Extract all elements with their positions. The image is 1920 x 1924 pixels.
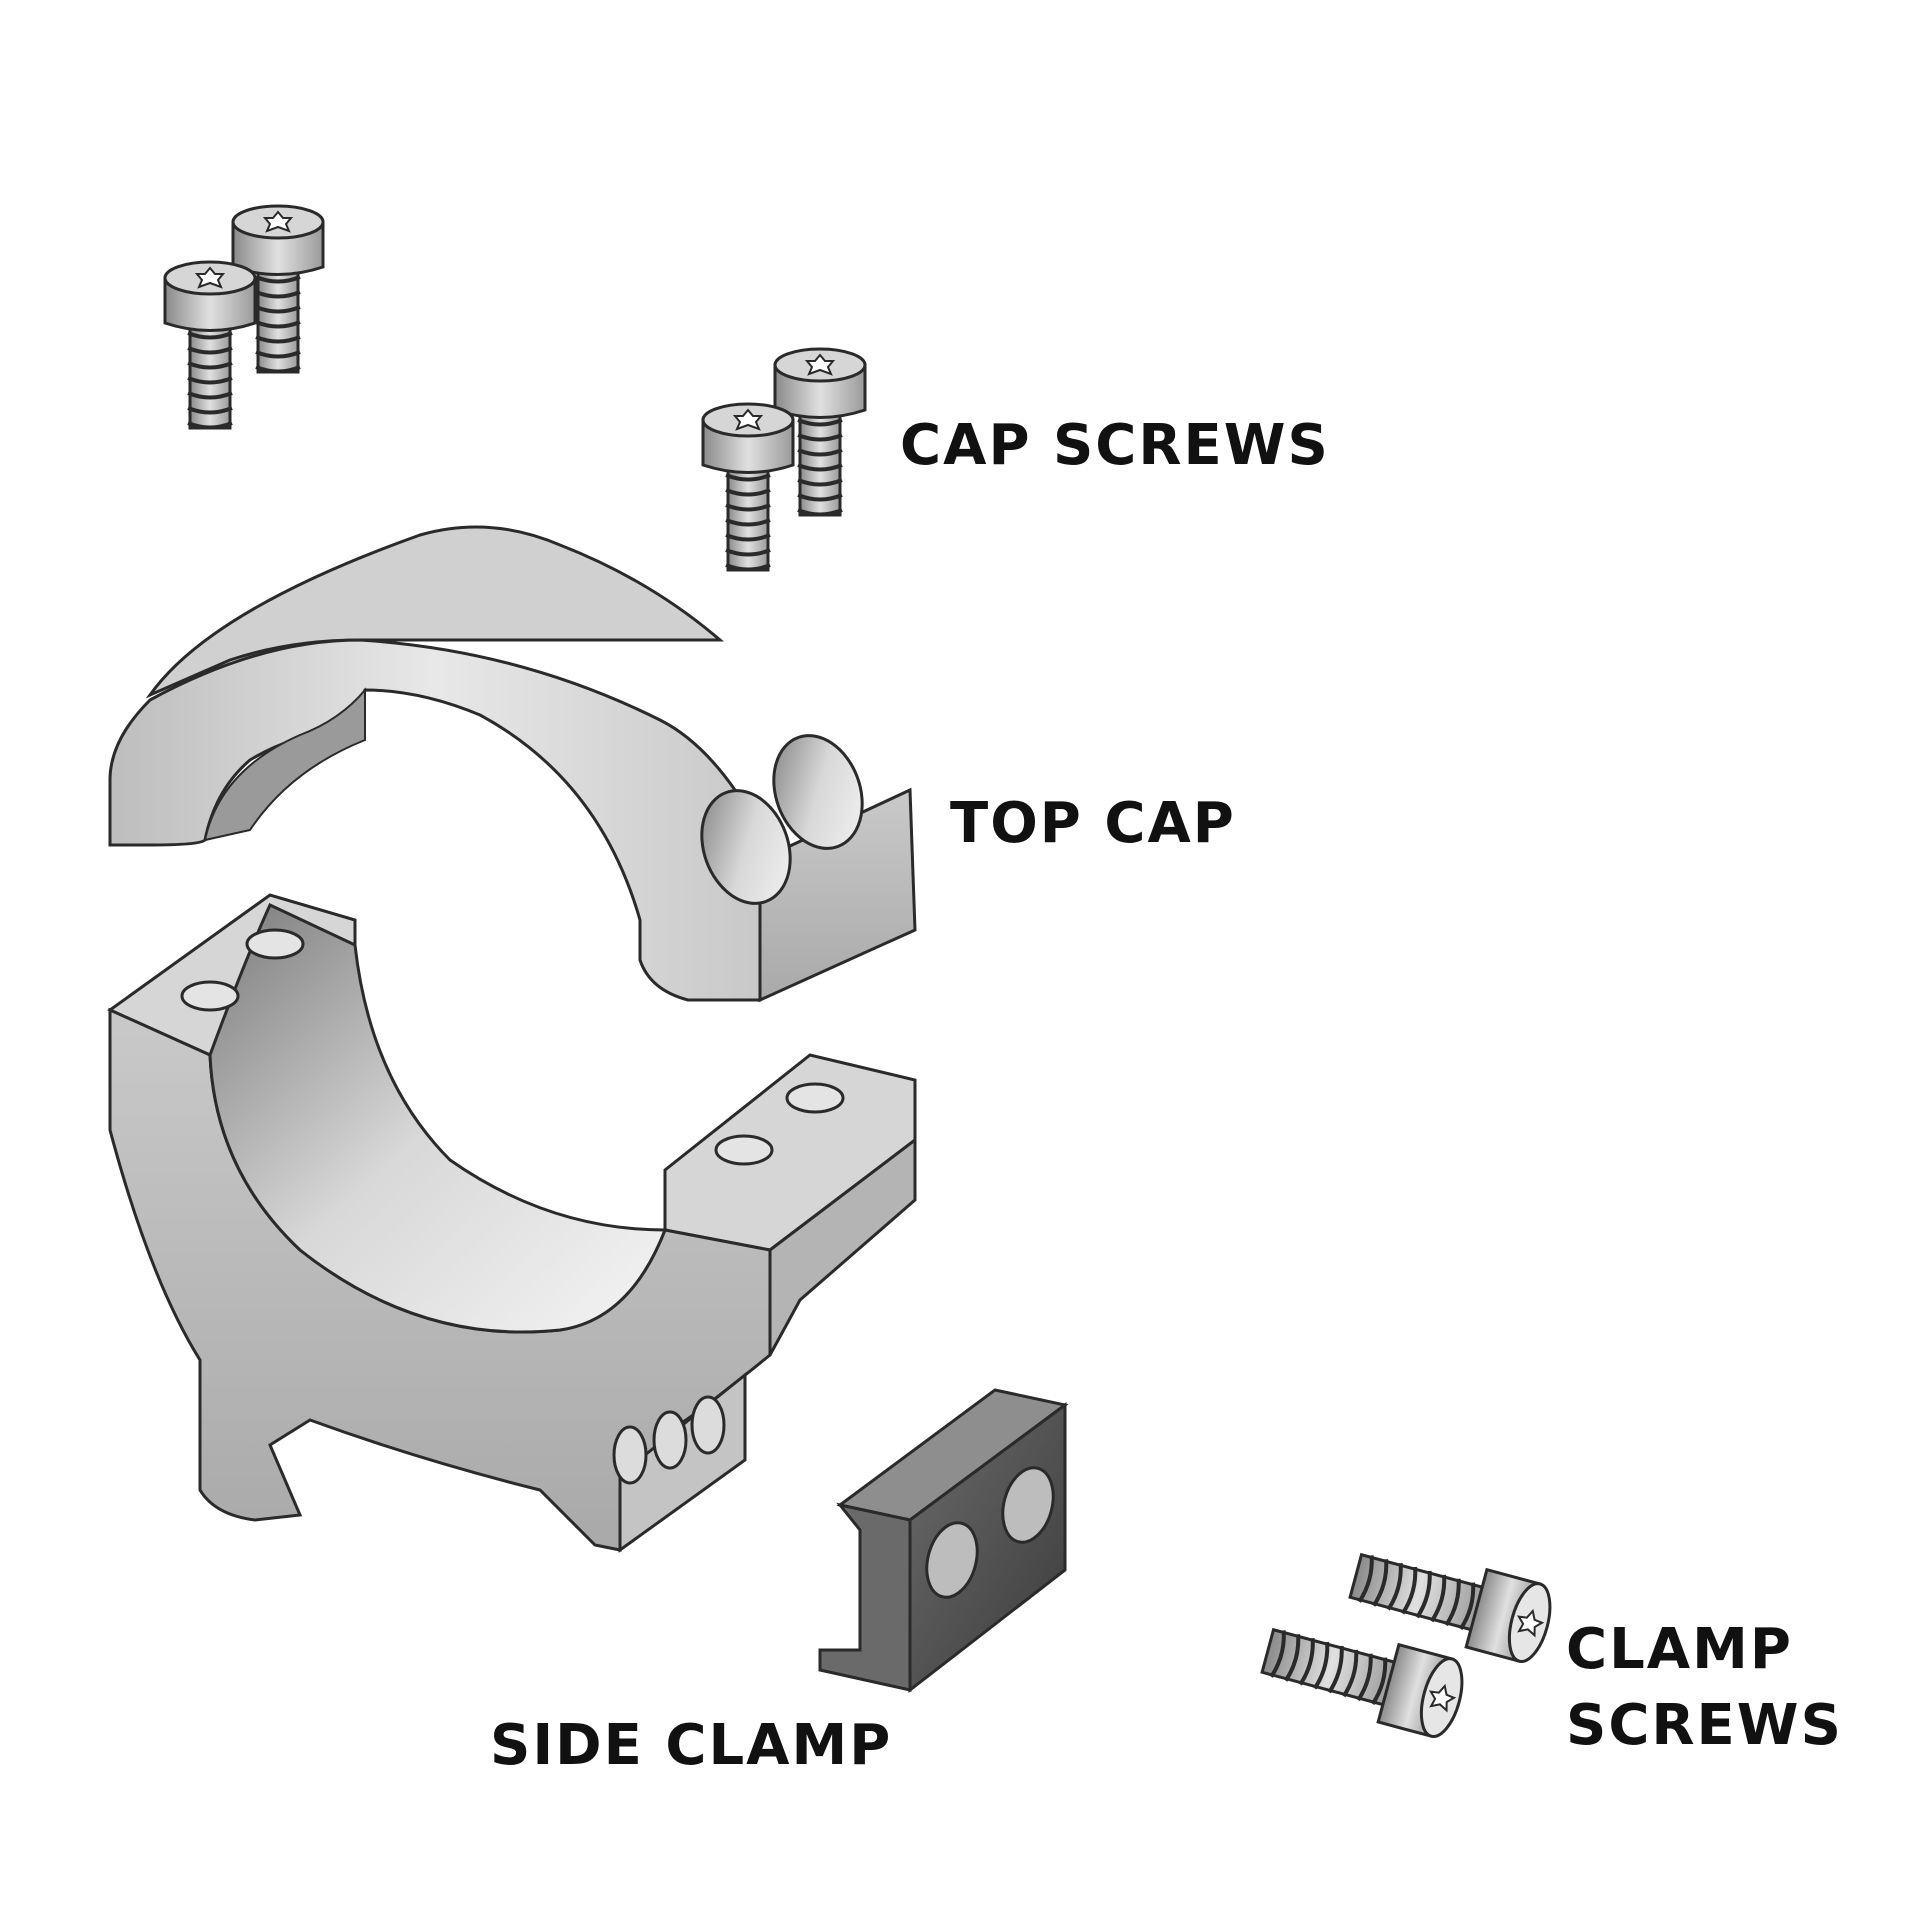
clamp-screws-label: CLAMP SCREWS (1566, 1612, 1843, 1764)
top-cap-part (108, 525, 917, 1003)
cap-screws-label: CAP SCREWS (900, 413, 1330, 478)
side-clamp-part (818, 1388, 1069, 1694)
top-cap-label: TOP CAP (950, 791, 1236, 856)
cap-screw-middle-front (701, 402, 795, 572)
cap-screw-top-left-front (163, 260, 257, 430)
side-clamp-label: SIDE CLAMP (490, 1713, 893, 1778)
base-ring-part (107, 893, 917, 1553)
clamp-screw-front (1255, 1610, 1472, 1743)
clamp-screws-label-line2: SCREWS (1566, 1693, 1843, 1758)
clamp-screws-label-line1: CLAMP (1566, 1617, 1793, 1682)
clamp-screw-back (1343, 1535, 1560, 1668)
